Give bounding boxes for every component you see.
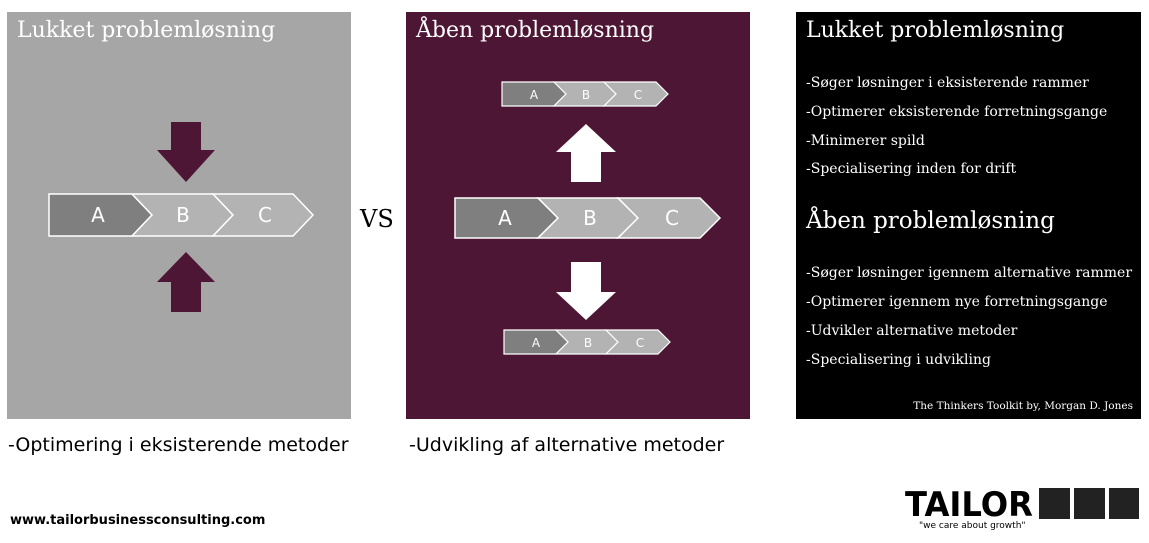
website-url[interactable]: www.tailorbusinessconsulting.com: [10, 513, 266, 528]
main-chevrons: A B C: [454, 197, 722, 239]
small-chevron-c-top-label: C: [634, 88, 642, 102]
open-panel-title: Åben problemløsning: [416, 18, 655, 43]
chevron-c: [211, 193, 315, 237]
arrow-up-white-icon: [556, 124, 616, 182]
chevron-c-label: C: [258, 203, 272, 227]
summary-open-item: -Specialisering i udvikling: [806, 352, 991, 368]
summary-closed-item: -Minimerer spild: [806, 133, 925, 149]
bottom-small-chevrons: A B C: [503, 329, 671, 355]
small-chevron-c-top: [602, 81, 669, 107]
process-chevrons: A B C: [48, 193, 315, 237]
chevron-c-main: [616, 197, 722, 239]
summary-open-item: -Udvikler alternative metoder: [806, 323, 1018, 339]
closed-problem-panel: Lukket problemløsning A B C: [7, 12, 351, 419]
chevron-a-main-label: A: [498, 206, 512, 230]
summary-panel: Lukket problemløsning -Søger løsninger i…: [796, 12, 1141, 419]
closed-panel-title: Lukket problemløsning: [17, 18, 276, 43]
small-chevron-b-bottom-label: B: [584, 336, 592, 350]
logo-block-1: [1039, 488, 1070, 519]
open-caption: -Udvikling af alternative metoder: [409, 434, 725, 456]
logo-block-2: [1074, 488, 1105, 519]
logo-block-3: [1109, 488, 1139, 519]
open-problem-panel: Åben problemløsning A B C A B C: [406, 12, 750, 419]
chevron-a-label: A: [91, 203, 105, 227]
top-small-chevrons: A B C: [501, 81, 669, 107]
chevron-c-main-label: C: [665, 206, 679, 230]
open-diagram: A B C A B C A B C: [454, 81, 722, 355]
summary-closed-item: -Optimerer eksisterende forretningsgange: [806, 104, 1108, 120]
arrow-down-white-icon: [556, 262, 616, 320]
small-chevron-c-bottom: [604, 329, 671, 355]
small-chevron-a-top-label: A: [530, 88, 539, 102]
logo-wordmark: TAILOR: [905, 486, 1033, 520]
source-credit: The Thinkers Toolkit by, Morgan D. Jones: [913, 400, 1133, 412]
arrow-up-icon: [157, 252, 215, 312]
chevron-b-label: B: [176, 203, 190, 227]
summary-closed-item: -Søger løsninger i eksisterende rammer: [806, 75, 1089, 91]
summary-open-item: -Søger løsninger igennem alternative ram…: [806, 265, 1133, 281]
tailor-logo: TAILOR "we care about growth": [905, 485, 1141, 531]
closed-diagram: A B C: [48, 122, 315, 312]
logo-graphic: TAILOR: [905, 485, 1139, 525]
logo-tagline: "we care about growth": [919, 521, 1026, 531]
summary-closed-heading: Lukket problemløsning: [806, 18, 1065, 43]
small-chevron-a-bottom-label: A: [532, 336, 541, 350]
summary-open-item: -Optimerer igennem nye forretningsgange: [806, 294, 1108, 310]
summary-closed-item: -Specialisering inden for drift: [806, 161, 1017, 177]
chevron-b-main-label: B: [583, 206, 597, 230]
summary-open-heading: Åben problemløsning: [806, 208, 1055, 234]
small-chevron-c-bottom-label: C: [636, 336, 644, 350]
arrow-down-icon: [157, 122, 215, 182]
small-chevron-b-top-label: B: [582, 88, 590, 102]
vs-label: VS: [360, 205, 394, 233]
closed-caption: -Optimering i eksisterende metoder: [8, 434, 349, 456]
